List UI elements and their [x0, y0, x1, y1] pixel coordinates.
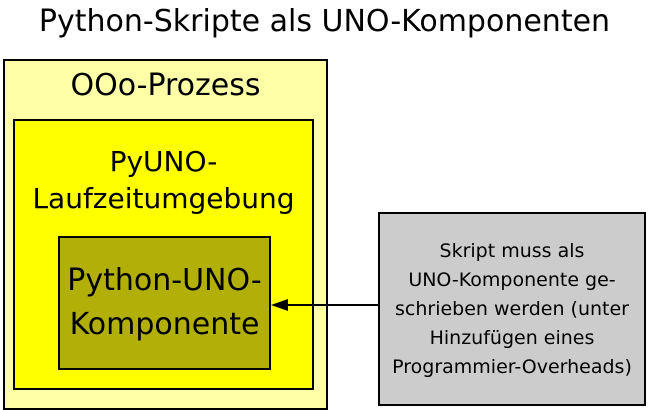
python-uno-component-box: Python-UNO- Komponente	[58, 236, 271, 370]
annotation-arrow-head-icon	[271, 299, 288, 311]
pyuno-runtime-label: PyUNO- Laufzeitumgebung	[15, 143, 312, 217]
ooo-process-label: OOo-Prozess	[70, 68, 261, 103]
pyuno-runtime-label-line1: PyUNO-	[109, 145, 218, 178]
note-line: Hinzufügen eines	[429, 326, 595, 349]
annotation-arrow-line	[278, 304, 378, 306]
pyuno-runtime-box: PyUNO- Laufzeitumgebung Python-UNO- Komp…	[13, 119, 314, 390]
note-line: Skript muss als	[439, 239, 585, 262]
python-uno-component-label-line1: Python-UNO-	[67, 263, 262, 298]
note-line: Programmier-Overheads)	[392, 355, 632, 378]
pyuno-runtime-label-line2: Laufzeitumgebung	[32, 182, 295, 215]
note-line: UNO-Komponente ge-	[408, 268, 616, 291]
python-uno-component-label-line2: Komponente	[69, 307, 260, 342]
diagram-title: Python-Skripte als UNO-Komponenten	[38, 4, 611, 39]
note-line: schrieben werden (unter	[395, 297, 629, 320]
ooo-process-box: OOo-Prozess PyUNO- Laufzeitumgebung Pyth…	[3, 59, 328, 410]
annotation-note-box: Skript muss als UNO-Komponente ge- schri…	[378, 212, 646, 406]
